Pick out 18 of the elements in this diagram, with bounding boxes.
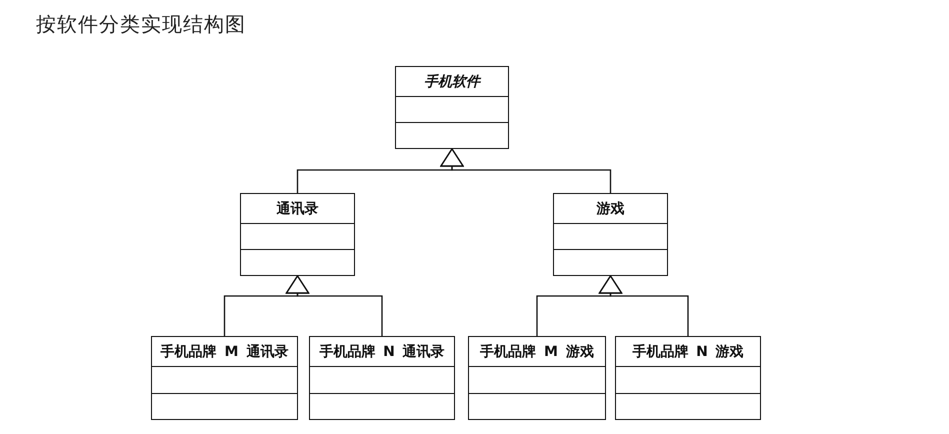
class-box [151, 336, 298, 420]
class-box [615, 336, 761, 420]
inheritance-arrow [598, 275, 689, 336]
class-name: 手机品牌 N 游戏 [632, 342, 744, 360]
class-name: 游戏 [596, 200, 624, 218]
inheritance-arrow [440, 148, 612, 193]
class-box [395, 66, 509, 149]
class-box [309, 336, 455, 420]
class-name: 手机品牌 N 通讯录 [319, 342, 445, 360]
class-name: 手机品牌 M 通讯录 [160, 342, 288, 360]
class-box [468, 336, 606, 420]
class-box [240, 193, 355, 276]
class-name: 手机品牌 M 游戏 [480, 342, 594, 360]
class-name: 通讯录 [276, 200, 318, 218]
class-box [553, 193, 668, 276]
class-name: 手机软件 [424, 72, 480, 90]
inheritance-arrow [286, 275, 383, 336]
diagram-title: 按软件分类实现结构图 [36, 11, 246, 38]
